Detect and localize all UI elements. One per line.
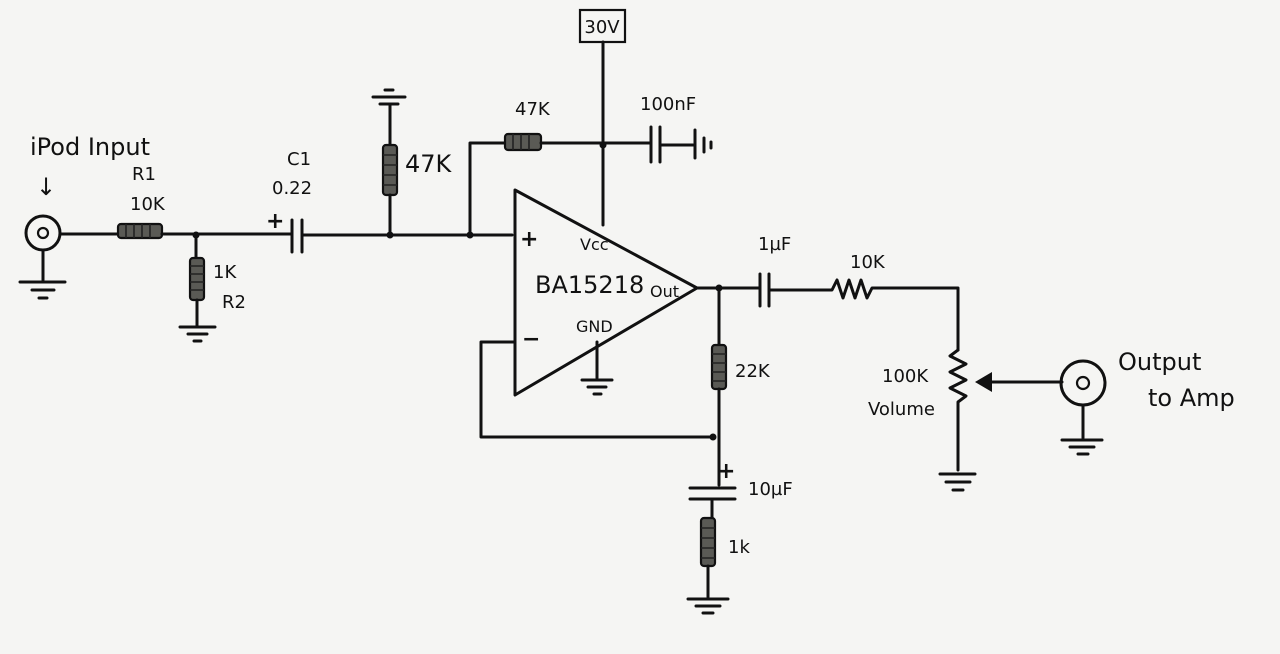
- r2-value: 1K: [213, 262, 237, 283]
- opamp-ground-icon: [580, 340, 614, 396]
- wiper-arrow-icon: [975, 372, 992, 392]
- output-resistor: [767, 278, 960, 352]
- supply-label: 30V: [584, 17, 620, 38]
- r2-ground-icon: [178, 298, 217, 343]
- bias-ground-icon: [371, 88, 407, 147]
- gain-ground-value: 1k: [728, 537, 750, 558]
- input-jack: [18, 214, 67, 300]
- output-jack: [1059, 359, 1107, 456]
- input-arrow-icon: ↓: [36, 173, 56, 201]
- opamp-noninv-label: +: [520, 227, 538, 252]
- output-cap-value: 1µF: [758, 234, 791, 255]
- output-label-line2: to Amp: [1148, 384, 1235, 412]
- junction-gain: [709, 433, 717, 441]
- gain-ground-icon: [686, 564, 730, 615]
- gain-cap-value: 10µF: [748, 479, 793, 500]
- opamp-out-label: Out: [650, 282, 679, 301]
- output-resistor-value: 10K: [850, 252, 886, 273]
- volume-pot: [938, 348, 977, 492]
- opamp-inv-label: −: [522, 327, 540, 352]
- gain-capacitor: [688, 486, 737, 520]
- gain-resistor-value: 22K: [735, 361, 771, 382]
- output-label-line1: Output: [1118, 348, 1201, 376]
- pot-value: 100K: [882, 366, 929, 387]
- wire-inv-feedback: [479, 340, 715, 439]
- gain-cap-polarity: +: [717, 459, 735, 484]
- c1-value: 0.22: [272, 178, 312, 199]
- opamp-part: BA15218: [535, 271, 644, 299]
- decoupling-value: 100nF: [640, 94, 696, 115]
- r2-name: R2: [222, 292, 246, 313]
- supply-box: 30V: [578, 8, 627, 44]
- r1-value: 10K: [130, 194, 166, 215]
- bias-resistor: [381, 143, 399, 197]
- feedback-value: 47K: [515, 99, 551, 120]
- pot-name: Volume: [868, 399, 935, 420]
- opamp-vcc-label: Vcc: [580, 235, 609, 254]
- c1-polarity: +: [266, 209, 284, 234]
- opamp-gnd-label: GND: [576, 317, 613, 336]
- opamp-triangle: [513, 188, 699, 397]
- r2-resistor: [188, 256, 206, 302]
- gain-resistor: [710, 343, 728, 391]
- decoupling-capacitor: [649, 125, 713, 164]
- c1-capacitor: [290, 218, 304, 254]
- input-ground-icon: [18, 248, 67, 300]
- r1-resistor: [116, 222, 164, 240]
- gain-ground-resistor: [699, 516, 717, 568]
- c1-name: C1: [287, 149, 311, 170]
- output-ground-icon: [1060, 403, 1104, 456]
- r1-name: R1: [132, 164, 156, 185]
- input-label: iPod Input: [30, 133, 150, 161]
- feedback-resistor: [503, 132, 543, 152]
- bias-value: 47K: [405, 150, 453, 178]
- junction-vcc: [599, 141, 607, 149]
